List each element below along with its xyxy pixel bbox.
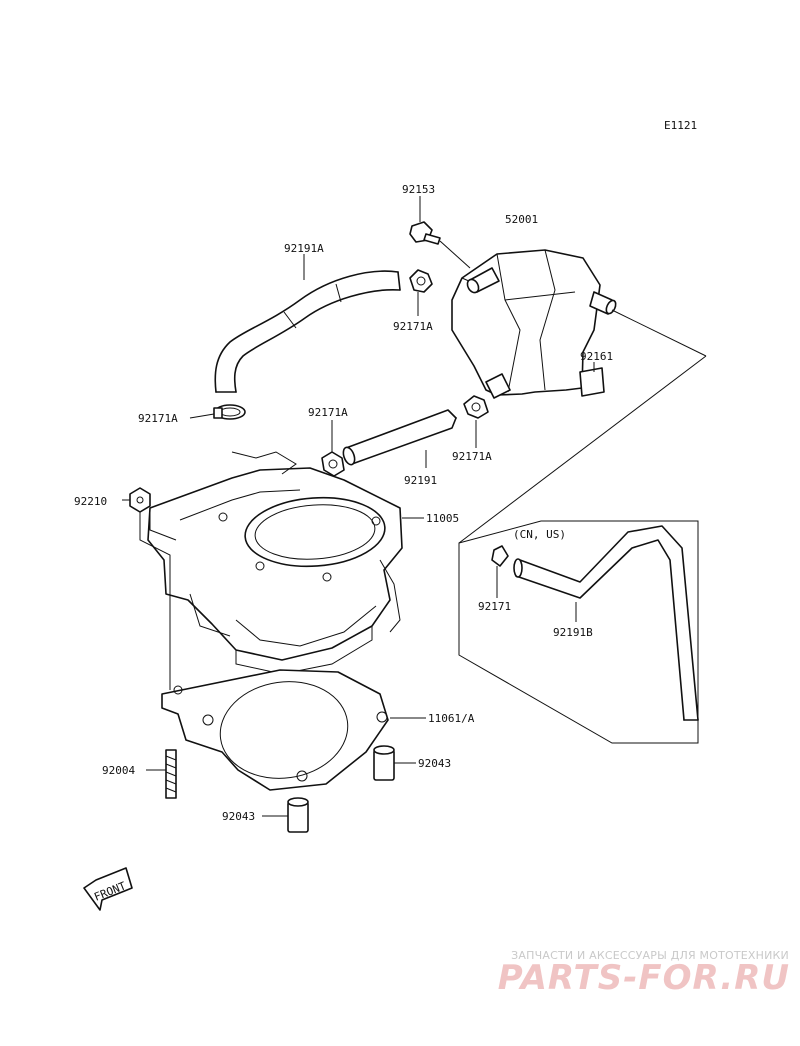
hose-92191 <box>342 409 457 466</box>
callout-92210: 92210 <box>74 495 107 508</box>
nut-92210 <box>122 487 171 690</box>
callout-92161: 92161 <box>580 350 613 363</box>
leader-valve-to-cylinder <box>611 309 707 357</box>
cn-us-inset <box>458 520 699 744</box>
dowel-92043-right <box>373 745 416 781</box>
callout-11005: 11005 <box>426 512 459 525</box>
leader-lines <box>189 196 595 622</box>
diagram-code: E1121 <box>664 119 697 132</box>
hose-92191A <box>214 270 401 393</box>
callout-92171: 92171 <box>478 600 511 613</box>
cylinder-11005 <box>147 451 424 675</box>
callout-92153: 92153 <box>402 183 435 196</box>
callout-92171A-mid: 92171A <box>308 406 348 419</box>
dowel-92043-bottom <box>262 797 309 833</box>
pad-92161 <box>579 367 605 397</box>
clamp-92171A-left <box>213 404 246 420</box>
callout-92191: 92191 <box>404 474 437 487</box>
callout-92043-bottom: 92043 <box>222 810 255 823</box>
watermark-tagline: ЗАПЧАСТИ И АКСЕССУАРЫ ДЛЯ МОТОТЕХНИКИ <box>511 949 789 962</box>
callout-11061A: 11061/A <box>428 712 475 725</box>
clamp-92171A-top <box>409 269 433 293</box>
clamp-92171A-mid <box>321 451 345 477</box>
callout-52001: 52001 <box>505 213 538 226</box>
bolt-92153 <box>409 221 471 269</box>
clamp-92171A-right <box>463 395 489 419</box>
callout-92004: 92004 <box>102 764 135 777</box>
stud-92004 <box>146 749 177 799</box>
watermark-logo: PARTS-FOR.RU <box>497 958 790 998</box>
callout-cn-us: (CN, US) <box>513 528 566 541</box>
callout-92191A: 92191A <box>284 242 324 255</box>
callout-92171A-right: 92171A <box>452 450 492 463</box>
callout-92171A-left: 92171A <box>138 412 178 425</box>
front-arrow-icon: FRONT <box>83 867 133 911</box>
gasket-11061A <box>161 669 426 791</box>
callout-92043-right: 92043 <box>418 757 451 770</box>
air-suction-valve-52001 <box>451 249 617 399</box>
callout-92191B: 92191B <box>553 626 593 639</box>
callout-92171A-top: 92171A <box>393 320 433 333</box>
